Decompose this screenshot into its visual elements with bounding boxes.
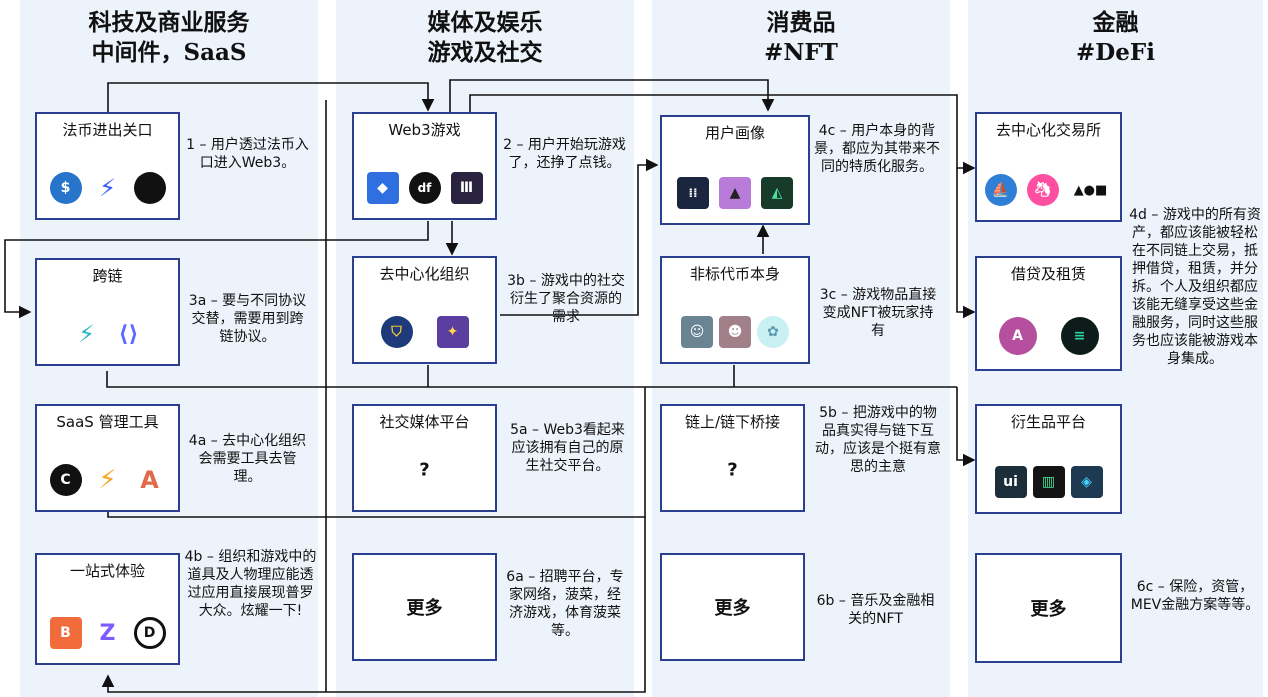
note-2: 2 – 用户开始玩游戏了，还挣了点钱。 bbox=[503, 137, 626, 171]
note-6b: 6b – 音乐及金融相关的NFT bbox=[816, 593, 935, 627]
link-icon: ⟨⟩ bbox=[112, 318, 145, 350]
one-stop-box[interactable]: 一站式体验 B Z D bbox=[35, 553, 180, 665]
unknown-mark: ? bbox=[419, 459, 430, 481]
unicorn-icon: 🦄︎ bbox=[1026, 174, 1059, 206]
punk-icon: ☺ bbox=[681, 316, 713, 348]
dao-box[interactable]: 去中心化组织 ⛉ ✦ bbox=[352, 256, 497, 364]
door-icon: ▥ bbox=[1032, 466, 1065, 498]
more-media-box[interactable]: 更多 bbox=[352, 553, 497, 661]
column-subtitle: #DeFi bbox=[1076, 39, 1155, 66]
dots-icon: ⁞⁞ bbox=[677, 177, 709, 209]
saas-tools-box[interactable]: SaaS 管理工具 C ⚡ A bbox=[35, 404, 180, 512]
column-subtitle: 中间件，SaaS bbox=[91, 39, 247, 66]
derivatives-box[interactable]: 衍生品平台 ui ▥ ◈ bbox=[975, 404, 1122, 514]
hat-icon: ▲ bbox=[719, 177, 751, 209]
more-label: 更多 bbox=[1030, 599, 1067, 620]
shapes-icon: ▲●■ bbox=[1068, 174, 1113, 206]
column-title: 媒体及娱乐 bbox=[427, 9, 543, 36]
box-title: 去中心化组织 bbox=[379, 265, 470, 283]
z-logo-icon: Z bbox=[91, 617, 124, 649]
note-6a: 6a – 招聘平台，专家网络，菠菜，经济游戏，体育菠菜等。 bbox=[506, 569, 624, 639]
note-4d: 4d – 游戏中的所有资产，都应该能被轻松在不同链上交易，抵押借贷，租赁，并分拆… bbox=[1129, 207, 1261, 367]
note-5a: 5a – Web3看起来应该拥有自己的原生社交平台。 bbox=[510, 422, 625, 474]
web3-game-box[interactable]: Web3游戏 ◆ df Ⅲ bbox=[352, 112, 497, 220]
more-label: 更多 bbox=[714, 598, 751, 619]
column-subtitle: 游戏及社交 bbox=[427, 39, 543, 66]
ape-icon: ☻ bbox=[719, 316, 751, 348]
box-title: 借贷及租赁 bbox=[1010, 265, 1086, 283]
more-consumer-box[interactable]: 更多 bbox=[660, 553, 805, 661]
note-6c: 6c – 保险，资管，MEV金融方案等等。 bbox=[1130, 579, 1260, 613]
column-header-consumer: 消费品 #NFT bbox=[652, 8, 950, 68]
note-1: 1 – 用户透过法币入口进入Web3。 bbox=[186, 137, 309, 171]
bridge-box[interactable]: 跨链 ⚡ ⟨⟩ bbox=[35, 258, 180, 366]
note-4b: 4b – 组织和游戏中的道具及人物理应能透过应用直接展现普罗大众。炫耀一下! bbox=[184, 549, 317, 619]
shield-icon: ⛉ bbox=[380, 316, 413, 348]
note-4c: 4c – 用户本身的背景，都应为其带来不同的特质化服务。 bbox=[814, 123, 940, 175]
d-logo-icon: D bbox=[133, 617, 166, 649]
column-title: 金融 bbox=[1092, 9, 1139, 36]
usdc-icon: $ bbox=[49, 172, 82, 204]
column-title: 科技及商业服务 bbox=[88, 9, 250, 36]
fiat-gateway-box[interactable]: 法币进出关口 $ ⚡ bbox=[35, 112, 180, 220]
axolotl-icon: ✿ bbox=[757, 316, 789, 348]
axie-icon: ◆ bbox=[366, 172, 399, 204]
box-title: 去中心化交易所 bbox=[995, 121, 1101, 139]
nft-box[interactable]: 非标代币本身 ☺ ☻ ✿ bbox=[660, 256, 810, 364]
more-finance-box[interactable]: 更多 bbox=[975, 553, 1122, 663]
box-title: 链上/链下桥接 bbox=[684, 413, 781, 431]
box-title: 法币进出关口 bbox=[62, 121, 153, 139]
df-icon: df bbox=[408, 172, 441, 204]
b-logo-icon: B bbox=[49, 617, 82, 649]
box-title: 非标代币本身 bbox=[689, 265, 780, 283]
more-label: 更多 bbox=[406, 598, 443, 619]
boat-icon: ⛵ bbox=[984, 174, 1017, 206]
box-title: 衍生品平台 bbox=[1010, 413, 1086, 431]
column-title: 消费品 bbox=[766, 9, 836, 36]
bolt-icon: ⚡ bbox=[91, 464, 124, 496]
note-4a: 4a – 去中心化组织会需要工具去管理。 bbox=[188, 433, 307, 485]
sparkle-icon: ✦ bbox=[436, 316, 469, 348]
unknown-mark: ? bbox=[727, 459, 738, 481]
box-title: 社交媒体平台 bbox=[379, 413, 470, 431]
u-logo-icon: ui bbox=[994, 466, 1027, 498]
aave-icon: A bbox=[998, 317, 1037, 355]
note-3c: 3c – 游戏物品直接变成NFT被玩家持有 bbox=[819, 287, 937, 339]
stack-icon: ≡ bbox=[1060, 317, 1099, 355]
lending-box[interactable]: 借贷及租赁 A ≡ bbox=[975, 256, 1122, 371]
box-title: SaaS 管理工具 bbox=[56, 413, 159, 431]
cube-icon: ◈ bbox=[1070, 466, 1103, 498]
user-profile-box[interactable]: 用户画像 ⁞⁞ ▲ ◭ bbox=[660, 115, 810, 225]
lightning-icon: ⚡ bbox=[91, 172, 124, 204]
note-3b: 3b – 游戏中的社交衍生了聚合资源的需求 bbox=[507, 273, 625, 325]
column-header-finance: 金融 #DeFi bbox=[968, 8, 1263, 68]
a-logo-icon: A bbox=[133, 464, 166, 496]
dot-icon bbox=[133, 172, 166, 204]
circle-c-icon: C bbox=[49, 464, 82, 496]
social-media-box[interactable]: 社交媒体平台 ? bbox=[352, 404, 497, 512]
note-5b: 5b – 把游戏中的物品真实得与链下互动，应该是个挺有意思的主意 bbox=[815, 405, 941, 475]
box-title: 一站式体验 bbox=[69, 562, 145, 580]
box-title: 用户画像 bbox=[704, 124, 765, 142]
bridge-icon: ⚡ bbox=[70, 318, 103, 350]
note-3a: 3a – 要与不同协议交替，需要用到跨链协议。 bbox=[188, 293, 307, 345]
box-title: Web3游戏 bbox=[388, 121, 461, 139]
box-title: 跨链 bbox=[92, 267, 123, 285]
trident-icon: Ⅲ bbox=[450, 172, 483, 204]
onchain-offchain-bridge-box[interactable]: 链上/链下桥接 ? bbox=[660, 404, 805, 512]
column-subtitle: #NFT bbox=[764, 39, 838, 66]
column-header-tech: 科技及商业服务 中间件，SaaS bbox=[20, 8, 318, 68]
dex-box[interactable]: 去中心化交易所 ⛵ 🦄︎ ▲●■ bbox=[975, 112, 1122, 222]
triangle-icon: ◭ bbox=[761, 177, 793, 209]
column-header-media: 媒体及娱乐 游戏及社交 bbox=[336, 8, 634, 68]
